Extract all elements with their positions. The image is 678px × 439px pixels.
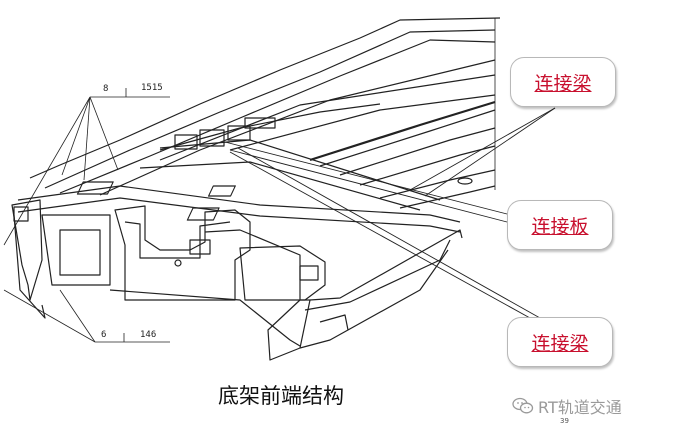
floor-hole (457, 177, 473, 185)
right-skirt-edge-2 (304, 239, 451, 311)
callout-label: 连接梁 (534, 72, 592, 95)
bolt-hole (174, 259, 182, 267)
left-bolt (13, 206, 29, 222)
outer-beam-line (29, 17, 501, 179)
leader-bottom-1 (59, 289, 96, 343)
dimension-label: 1515 (141, 83, 163, 93)
left-housing (41, 214, 111, 286)
leader-top-4 (3, 96, 91, 246)
end-beam-top-2 (17, 197, 461, 233)
dimension-label: 6 (101, 330, 107, 340)
lower-beam-2 (204, 229, 301, 300)
pointer-plate (229, 149, 508, 223)
left-housing-inner (59, 229, 101, 276)
floor-plate-line-2 (159, 74, 496, 161)
wechat-icon (512, 397, 534, 414)
floor-edge (379, 169, 496, 199)
floor-plate-line-3 (229, 94, 496, 151)
left-end-cap (11, 199, 43, 301)
cutout-3 (207, 185, 236, 197)
floor-plate-line (99, 59, 496, 196)
connector-block-3 (227, 125, 251, 141)
pointer-beam-1b (424, 107, 556, 197)
leader-top-1 (61, 96, 91, 176)
callout-connecting-beam-bottom: 连接梁 (507, 317, 613, 367)
right-housing (239, 245, 326, 301)
pointer-beam-1 (409, 107, 556, 191)
end-beam-top (17, 185, 461, 223)
bracket (189, 239, 211, 255)
center-coupler-box (114, 205, 251, 301)
floor-edge-2 (399, 185, 496, 209)
leader-top-2 (83, 96, 91, 181)
callout-connecting-beam-top: 连接梁 (510, 57, 616, 107)
callout-label: 连接梁 (531, 332, 589, 355)
callout-connecting-plate: 连接板 (507, 200, 613, 250)
connector-line (159, 103, 381, 151)
watermark-text: RT轨道交通 (538, 398, 622, 417)
outer-beam-line-2 (44, 29, 496, 189)
groove-channel-3 (339, 127, 496, 176)
center-coupler-inner (124, 221, 231, 259)
pointer-beam-2b (237, 147, 541, 319)
connector-block-4 (244, 117, 276, 129)
connector-block (174, 134, 198, 150)
pointer-beam-2 (229, 151, 531, 319)
groove-channel-2 (319, 109, 496, 167)
right-end-detail (319, 314, 349, 331)
groove-channel-4 (359, 145, 496, 186)
leader-bottom-2 (3, 289, 96, 343)
groove-channel (309, 100, 496, 162)
cutout-2 (186, 207, 220, 221)
connector-block-2 (199, 129, 225, 147)
dimension-label: 146 (140, 330, 157, 340)
inner-frame-2 (139, 161, 421, 211)
right-skirt-curve (299, 249, 449, 349)
right-end-cap (267, 299, 311, 361)
page-number: 39 (560, 417, 569, 425)
cutout (76, 181, 114, 195)
lower-beam (109, 289, 301, 347)
right-skirt-edge (309, 229, 463, 301)
right-bolt (299, 265, 319, 281)
outer-beam-line-3 (59, 39, 496, 194)
watermark: RT轨道交通 (512, 394, 622, 418)
figure-caption: 底架前端结构 (218, 384, 344, 408)
leader-top-3 (89, 96, 119, 171)
pointer-plate-b (224, 141, 508, 215)
left-end-cap-2 (13, 214, 46, 319)
dimension-label: 8 (103, 84, 109, 94)
callout-label: 连接板 (531, 215, 589, 238)
